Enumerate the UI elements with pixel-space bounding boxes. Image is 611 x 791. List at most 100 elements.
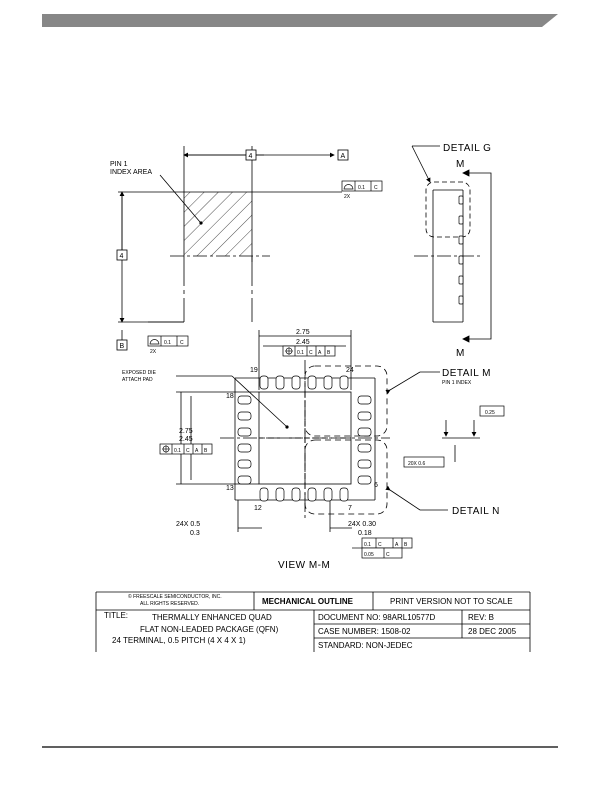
- bottom-pads: [237, 375, 372, 502]
- title-label: TITLE:: [104, 611, 128, 620]
- pin-24-label: 24: [346, 367, 354, 374]
- copyright-line-2: ALL RIGHTS RESERVED.: [140, 601, 199, 607]
- dim-245-left: 2.45: [179, 436, 193, 443]
- copyright-line-1: © FREESCALE SEMICONDUCTOR, INC.: [128, 593, 222, 600]
- pin-12-label: 12: [254, 505, 262, 512]
- dim-245-top: 2.45: [296, 339, 310, 346]
- header-bar: [42, 14, 558, 27]
- pin-19-label: 19: [250, 367, 258, 374]
- tol-row2-ref1: C: [386, 552, 390, 558]
- exposed-die-label-2: ATTACH PAD: [122, 377, 153, 383]
- case-number: CASE NUMBER: 1508-02: [318, 627, 411, 636]
- tol-row1-val: 0.1: [364, 542, 371, 548]
- terminal-pad: [323, 375, 333, 390]
- pin-6-label: 6: [374, 482, 378, 489]
- datum-b: B: [120, 343, 125, 350]
- dim-left-label: 4: [120, 253, 124, 260]
- view-label: VIEW M-M: [278, 560, 330, 571]
- terminal-pad: [291, 375, 301, 390]
- terminal-pad: [237, 459, 252, 469]
- print-version: PRINT VERSION NOT TO SCALE: [390, 597, 513, 606]
- side-lead: [458, 255, 464, 265]
- pin1-index-label: PIN 1 INDEX: [442, 380, 472, 386]
- terminal-pad: [237, 475, 252, 485]
- terminal-pad: [307, 375, 317, 390]
- pos-tol-top-val: 0.1: [297, 350, 304, 356]
- terminal-pad: [275, 375, 285, 390]
- index-area-label: INDEX AREA: [110, 169, 152, 176]
- pos-tol-top-ref3: B: [327, 350, 331, 356]
- section-m-bottom: M: [456, 348, 465, 359]
- bottom-view: [176, 330, 480, 532]
- terminal-pad: [339, 487, 349, 502]
- dim-top-label: 4: [249, 153, 253, 160]
- side-lead: [458, 275, 464, 285]
- exposed-die-label-1: EXPOSED DIE: [122, 370, 157, 376]
- pin-13-label: 13: [226, 485, 234, 492]
- width-24x-label: 24X 0.30: [348, 521, 376, 528]
- side-lead: [458, 295, 464, 305]
- terminal-pad: [237, 411, 252, 421]
- side-lead: [458, 195, 464, 205]
- count-2x-bottom: 2X: [150, 349, 157, 355]
- pos-tol-left-ref2: A: [195, 448, 199, 454]
- terminal-pad: [357, 395, 372, 405]
- detail-g-label: DETAIL G: [443, 143, 491, 154]
- dim-275-top: 2.75: [296, 329, 310, 336]
- terminal-pad: [339, 375, 349, 390]
- terminal-pad: [237, 443, 252, 453]
- flat-tol-top: 0.1: [358, 185, 365, 191]
- terminal-pad: [237, 395, 252, 405]
- terminal-pad: [357, 475, 372, 485]
- datum-a: A: [341, 153, 346, 160]
- terminal-pad: [307, 487, 317, 502]
- tol-row2-val: 0.05: [364, 552, 374, 558]
- pitch-24x-label: 24X 0.5: [176, 521, 200, 528]
- title-line-2: FLAT NON-LEADED PACKAGE (QFN): [140, 625, 279, 634]
- terminal-pad: [275, 487, 285, 502]
- terminal-pad: [357, 459, 372, 469]
- side-lead: [458, 215, 464, 225]
- terminal-pad: [323, 487, 333, 502]
- flat-tol-top-ref: C: [374, 185, 378, 191]
- tol-row1-ref1: C: [378, 542, 382, 548]
- pin-18-label: 18: [226, 393, 234, 400]
- section-m-top: M: [456, 159, 465, 170]
- pin1-index-hatch: [184, 192, 252, 256]
- terminal-pad: [237, 427, 252, 437]
- flat-tol-bottom: 0.1: [164, 340, 171, 346]
- tol-row1-ref2: A: [395, 542, 399, 548]
- detail-n-label: DETAIL N: [452, 506, 500, 517]
- ref-025-label: 0.25: [485, 410, 495, 416]
- pin-7-label: 7: [348, 505, 352, 512]
- top-view: [118, 146, 342, 323]
- flat-tol-bottom-ref: C: [180, 340, 184, 346]
- terminal-pad: [259, 487, 269, 502]
- revision: REV: B: [468, 613, 494, 622]
- terminal-pad: [357, 411, 372, 421]
- count-2x-top: 2X: [344, 194, 351, 200]
- dim-275-left: 2.75: [179, 428, 193, 435]
- pos-tol-top-ref1: C: [309, 350, 313, 356]
- terminal-pad: [259, 375, 269, 390]
- tol-row1-ref3: B: [404, 542, 408, 548]
- pos-tol-left-val: 0.1: [174, 448, 181, 454]
- pos-tol-left-ref1: C: [186, 448, 190, 454]
- terminal-pad: [357, 443, 372, 453]
- pos-tol-left-ref3: B: [204, 448, 208, 454]
- side-view: [411, 145, 492, 343]
- side-leads: [458, 195, 464, 305]
- date: 28 DEC 2005: [468, 627, 517, 636]
- document-number: DOCUMENT NO: 98ARL10577D: [318, 613, 435, 622]
- title-block: [95, 591, 531, 652]
- detail-m-label: DETAIL M: [442, 368, 491, 379]
- mechanical-outline: MECHANICAL OUTLINE: [262, 597, 354, 606]
- pos-tol-top-ref2: A: [318, 350, 322, 356]
- width-sub-label: 0.18: [358, 530, 372, 537]
- terminal-pad: [291, 487, 301, 502]
- pin1-label: PIN 1: [110, 161, 128, 168]
- pitch-sub-label: 0.3: [190, 530, 200, 537]
- standard: STANDARD: NON-JEDEC: [318, 641, 413, 650]
- title-line-3: 24 TERMINAL, 0.5 PITCH (4 X 4 X 1): [112, 636, 246, 645]
